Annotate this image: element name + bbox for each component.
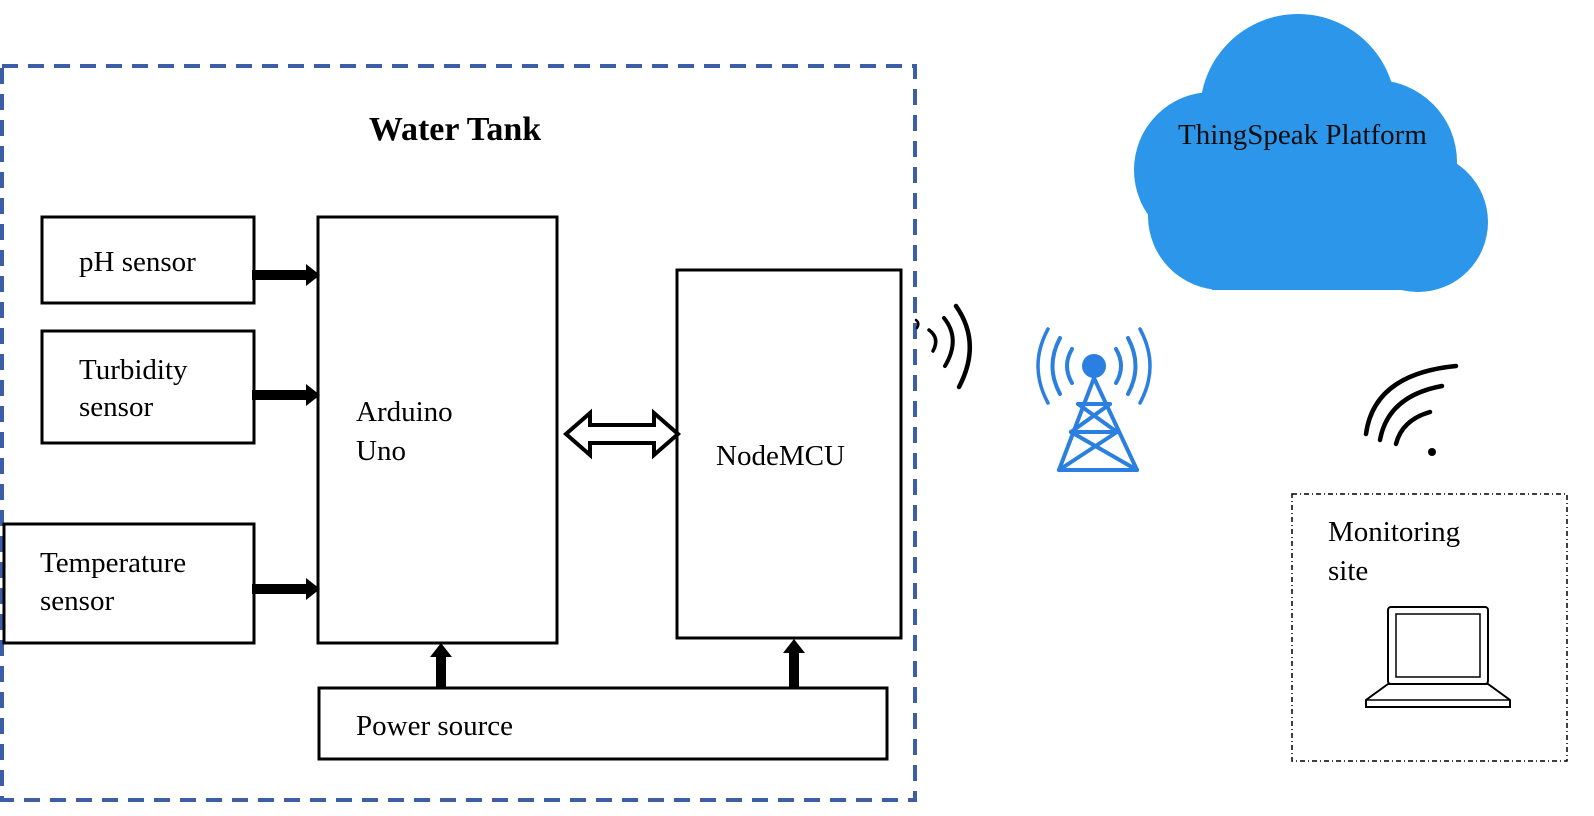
sensor-arrows <box>252 264 320 600</box>
power-source-label: Power source <box>356 710 513 742</box>
arduino-label-line2: Uno <box>356 435 406 467</box>
monitoring-site-box: Monitoring site <box>1291 493 1568 762</box>
turbidity-sensor-label-line1: Turbidity <box>79 354 188 386</box>
power-to-arduino-arrow <box>430 643 452 688</box>
wifi-icon <box>1363 363 1459 456</box>
power-source-box: Power source <box>317 686 889 761</box>
monitoring-site-label-line1: Monitoring <box>1328 516 1460 548</box>
ph-sensor-label: pH sensor <box>79 246 196 278</box>
arduino-uno-box: Arduino Uno <box>316 215 559 645</box>
temperature-sensor-box: Temperature sensor <box>2 522 256 645</box>
cloud-icon <box>1134 14 1488 292</box>
cloud-platform-label: ThingSpeak Platform <box>1178 119 1427 151</box>
nodemcu-label: NodeMCU <box>716 440 845 472</box>
bidirectional-arrow <box>562 408 682 460</box>
water-tank-title: Water Tank <box>369 111 541 148</box>
temperature-sensor-label-line2: sensor <box>40 585 114 617</box>
wireless-signal-icon <box>914 303 972 390</box>
power-to-nodemcu-arrow <box>783 639 805 688</box>
temperature-arrow <box>252 578 320 600</box>
nodemcu-box: NodeMCU <box>675 268 903 640</box>
power-arrows <box>430 639 805 688</box>
water-tank-border <box>0 64 917 802</box>
arduino-label-line1: Arduino <box>356 396 453 428</box>
turbidity-sensor-box: Turbidity sensor <box>40 329 256 445</box>
ph-arrow <box>252 264 320 286</box>
turbidity-arrow <box>252 384 320 406</box>
antenna-tower-icon <box>1036 327 1152 472</box>
temperature-sensor-label-line1: Temperature <box>40 547 186 579</box>
turbidity-sensor-label-line2: sensor <box>79 391 153 423</box>
laptop-icon <box>1365 606 1511 708</box>
ph-sensor-box: pH sensor <box>40 215 256 305</box>
monitoring-site-label-line2: site <box>1328 555 1368 587</box>
